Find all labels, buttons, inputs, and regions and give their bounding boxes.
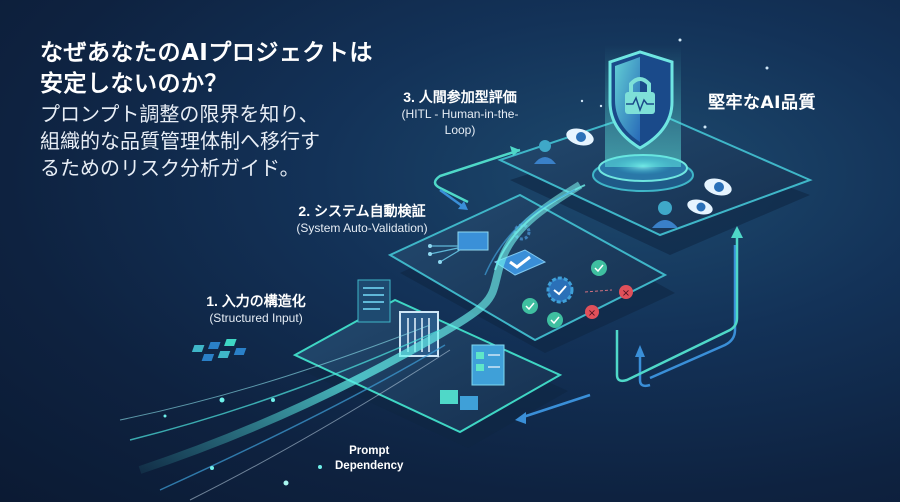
headline-line-2: 安定しないのか？: [40, 71, 228, 97]
x-mark-icons: × ×: [584, 285, 633, 319]
prompt-line-2: Dependency: [335, 460, 404, 472]
page-subtitle: プロンプト調整の限界を知り、 組織的な品質管理体制へ移行す るためのリスク分析ガ…: [40, 101, 320, 182]
document-list-icon: [357, 279, 391, 323]
subtitle-line-2: 組織的な品質管理体制へ移行す: [40, 129, 320, 153]
layer-2-label: 2. システム自動検証 (System Auto-Validation): [282, 202, 442, 236]
layer-2-english: (System Auto-Validation): [296, 221, 428, 235]
check-circle-icons: [522, 260, 607, 328]
subtitle-line-3: るためのリスク分析ガイド。: [40, 156, 300, 180]
subtitle-line-1: プロンプト調整の限界を知り、: [40, 102, 319, 126]
checkmark-box-icon: [493, 249, 547, 276]
layer-1-step: 1. 入力の構造化: [206, 293, 306, 309]
layer-1-english: (Structured Input): [209, 311, 303, 325]
prompt-dependency-label: Prompt Dependency: [335, 444, 403, 474]
structured-document-icon: [440, 344, 505, 410]
eye-icons: [566, 128, 732, 215]
goal-label: 堅牢なAI品質: [708, 93, 816, 113]
svg-text:×: ×: [588, 308, 596, 319]
page-title: なぜあなたのAIプロジェクトは 安定しないのか？: [40, 38, 373, 100]
feedback-arrow-icon: [433, 146, 743, 424]
data-flow-beam: [119, 181, 586, 501]
grid-tiles-icon: [191, 339, 247, 361]
layer-3-label: 3. 人間参加型評価 (HITL - Human-in-the-Loop): [390, 88, 530, 138]
prompt-line-1: Prompt: [349, 445, 390, 457]
layer-3-english: (HITL - Human-in-the-Loop): [401, 107, 519, 137]
sparkle-dots: [580, 38, 769, 129]
layer-1-label: 1. 入力の構造化 (Structured Input): [196, 292, 316, 326]
svg-text:×: ×: [622, 288, 630, 299]
validation-gear-check-icon: [546, 276, 574, 304]
chip-icon: [428, 231, 489, 264]
headline-line-1: なぜあなたのAIプロジェクトは: [40, 40, 373, 66]
person-icons: [534, 140, 678, 228]
shield-lock-icon: [608, 50, 674, 150]
layer-2-step: 2. システム自動検証: [298, 203, 426, 219]
layer-3-step: 3. 人間参加型評価: [403, 89, 517, 105]
